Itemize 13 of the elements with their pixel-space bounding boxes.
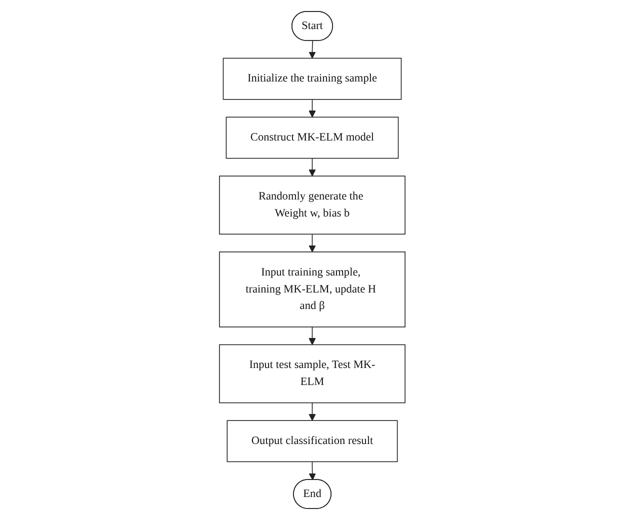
node-box: Initialize the training sample (223, 58, 402, 100)
arrow (309, 461, 316, 480)
node-box: Input test sample, Test MK-ELM (219, 344, 406, 404)
node-box: Output classification result (227, 420, 398, 462)
arrow (308, 402, 316, 421)
arrow (308, 158, 316, 176)
node-box: Input training sample, training MK-ELM, update H and β (219, 252, 406, 328)
arrow (308, 326, 316, 346)
node-box: Construct MK-ELM model (226, 116, 399, 159)
node-box: Randomly generate the Weight w, bias b (219, 176, 406, 235)
arrow (308, 234, 316, 252)
arrow (308, 40, 316, 59)
arrow (308, 99, 316, 118)
